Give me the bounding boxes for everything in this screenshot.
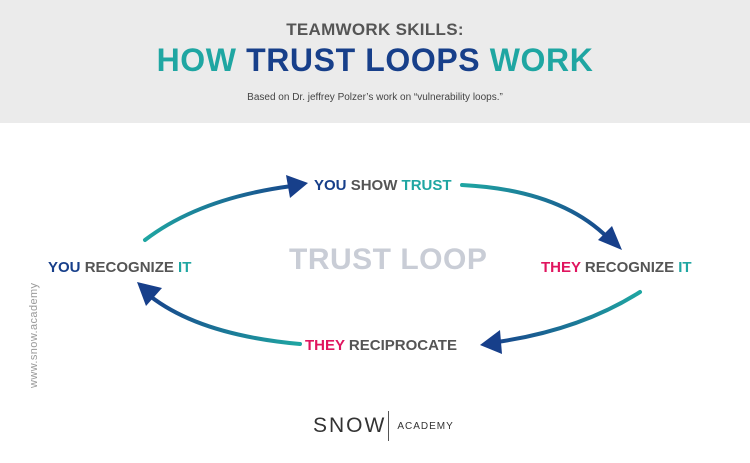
- node-word: IT: [178, 259, 192, 276]
- snow-academy-logo: SNOW ACADEMY: [313, 411, 454, 441]
- logo-divider: [388, 411, 390, 441]
- arrow-they-recognize-it: [460, 183, 622, 250]
- page-title: HOW TRUST LOOPS WORK: [0, 42, 750, 79]
- node-word: IT: [678, 259, 692, 276]
- node-you-recognize-it: YOU RECOGNIZE IT: [48, 259, 191, 276]
- node-word: THEY: [541, 259, 585, 276]
- node-they-reciprocate: THEY RECIPROCATE: [305, 337, 457, 354]
- arrow-you-show-trust: [143, 175, 308, 242]
- node-word: RECIPROCATE: [348, 337, 457, 354]
- node-they-recognize-it: THEY RECOGNIZE IT: [541, 259, 692, 276]
- node-word: THEY: [305, 337, 349, 354]
- node-word: YOU: [314, 177, 351, 194]
- header-subtitle: TEAMWORK SKILLS:: [286, 20, 464, 39]
- arrow-you-recognize-it: [137, 282, 302, 346]
- node-word: RECOGNIZE: [584, 259, 679, 276]
- node-you-show-trust: YOU SHOW TRUST: [314, 177, 452, 194]
- node-word: YOU: [48, 259, 85, 276]
- title-part: HOW: [156, 42, 247, 78]
- trust-loop-center-label: TRUST LOOP: [289, 243, 488, 276]
- website-watermark: www.snow.academy: [28, 282, 40, 388]
- attribution-text: Based on Dr. jeffrey Polzer’s work on “v…: [247, 92, 503, 103]
- node-word: RECOGNIZE: [84, 259, 179, 276]
- logo-word: SNOW: [313, 414, 387, 437]
- logo-subtext: ACADEMY: [397, 420, 454, 432]
- arrow-they-reciprocate: [480, 290, 642, 354]
- title-part: WORK: [489, 42, 594, 78]
- node-word: TRUST: [401, 177, 452, 194]
- header-banner: TEAMWORK SKILLS: HOW TRUST LOOPS WORK Ba…: [0, 0, 750, 123]
- title-part: TRUST LOOPS: [246, 42, 490, 78]
- node-word: SHOW: [350, 177, 402, 194]
